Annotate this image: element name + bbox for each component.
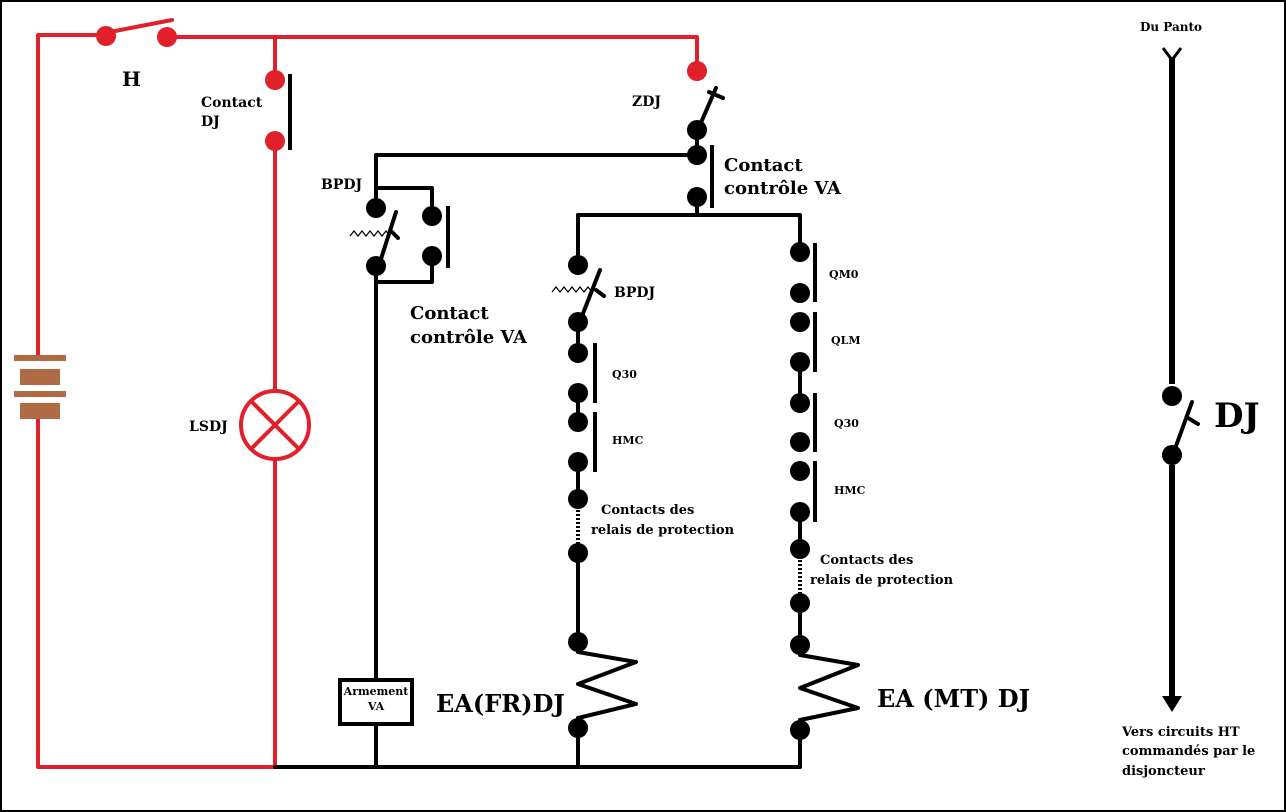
label-vers-2: commandés par le	[1122, 744, 1255, 759]
switch-h-icon	[96, 18, 177, 47]
label-h: H	[122, 67, 141, 91]
label-vers-1: Vers circuits HT	[1121, 725, 1240, 740]
left-branch	[551, 255, 638, 738]
label-dj-big: DJ	[1214, 396, 1260, 436]
label-relais-left-2: relais de protection	[591, 523, 735, 538]
label-armement-2: VA	[367, 700, 385, 713]
label-relais-left-1: Contacts des	[601, 503, 694, 518]
label-du-panto: Du Panto	[1140, 20, 1202, 34]
label-hmc-right: HMC	[834, 484, 866, 497]
label-contact-va-left-2: contrôle VA	[410, 327, 528, 348]
label-contact-dj-1: Contact	[201, 95, 263, 111]
label-relais-right-2: relais de protection	[810, 573, 954, 588]
label-qm0: QM0	[829, 268, 859, 281]
label-bpdj-left: BPDJ	[321, 177, 363, 193]
label-qlm: QLM	[831, 334, 861, 347]
contact-dj-icon	[265, 70, 292, 151]
black-circuit	[273, 138, 802, 769]
contact-va-left-icon	[422, 206, 450, 268]
label-lsdj: LSDJ	[189, 419, 228, 435]
red-wire-left-top	[36, 33, 108, 357]
wire-branch-top	[576, 213, 802, 254]
label-contact-dj-2: DJ	[201, 114, 220, 130]
label-hmc-left: HMC	[612, 434, 644, 447]
label-contact-va-top-2: contrôle VA	[724, 178, 842, 199]
red-wire-top	[165, 35, 699, 72]
label-zdj: ZDJ	[632, 94, 661, 110]
label-contact-va-top-1: Contact	[724, 155, 803, 176]
label-relais-right-1: Contacts des	[820, 553, 913, 568]
wire-bottom-horizontal	[273, 728, 802, 769]
label-q30-left: Q30	[612, 368, 637, 381]
label-ea-fr: EA(FR)DJ	[436, 689, 565, 718]
bpdj-left-switch-icon	[349, 198, 400, 276]
label-vers-3: disjoncteur	[1122, 764, 1205, 779]
label-ea-mt: EA (MT) DJ	[877, 684, 1030, 713]
red-wire-left-bottom	[36, 416, 277, 769]
lamp-icon	[239, 389, 311, 461]
label-q30-right: Q30	[834, 417, 859, 430]
label-contact-va-left-1: Contact	[410, 303, 489, 324]
armement-va-box	[338, 678, 414, 726]
ht-line	[1161, 47, 1200, 712]
zdj-switch-icon	[687, 61, 725, 140]
label-bpdj-mid: BPDJ	[614, 285, 656, 301]
contact-va-top-icon	[687, 145, 714, 208]
right-branch	[790, 242, 860, 740]
battery-icon	[14, 355, 66, 419]
arrow-down-icon	[1162, 696, 1182, 712]
label-armement-1: Armement	[343, 685, 410, 698]
red-circuit	[36, 33, 699, 769]
